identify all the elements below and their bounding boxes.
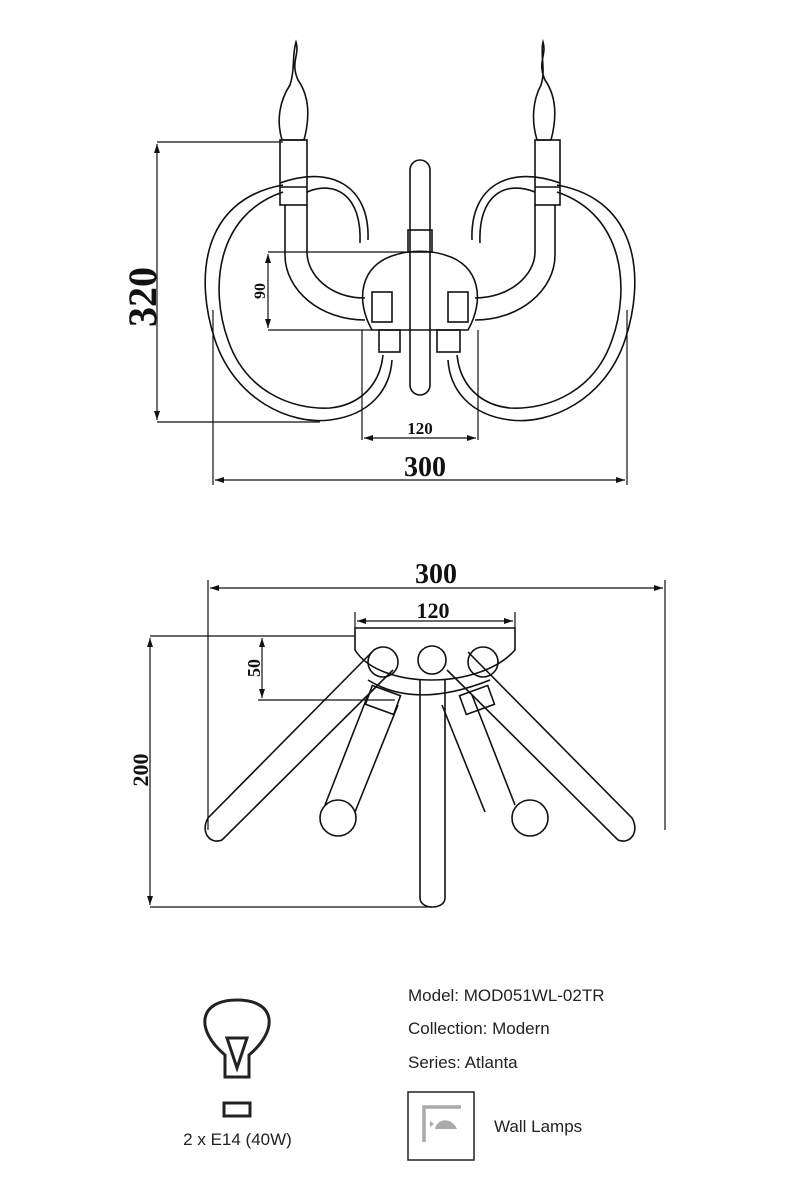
left-candle xyxy=(278,39,309,206)
plate-height-label: 90 xyxy=(252,283,269,299)
plate-depth-dimension: 50 xyxy=(150,635,395,701)
plate-width-label: 120 xyxy=(407,419,433,438)
height-label: 320 xyxy=(120,267,165,327)
wall-lamp-icon xyxy=(407,1091,475,1161)
width-label: 300 xyxy=(404,452,446,483)
top-plate-width-label: 120 xyxy=(417,598,450,623)
top-width-label: 300 xyxy=(415,559,457,590)
light-bulb-icon xyxy=(203,998,271,1118)
top-view: 300 120 50 200 xyxy=(128,559,666,908)
category-label: Wall Lamps xyxy=(494,1117,583,1136)
width-dimension: 300 xyxy=(212,310,628,485)
model-text: Model: MOD051WL-02TR xyxy=(408,986,605,1005)
bulb-spec: 2 x E14 (40W) xyxy=(183,1130,292,1149)
series-text: Series: Atlanta xyxy=(408,1053,518,1072)
collection-text: Collection: Modern xyxy=(408,1019,550,1038)
plate-width-dimension: 120 xyxy=(361,330,479,441)
depth-dimension: 200 xyxy=(128,638,432,908)
top-width-dimension: 300 xyxy=(207,559,666,830)
height-dimension: 320 xyxy=(120,141,320,423)
plate-height-dimension: 90 xyxy=(252,251,410,331)
right-candle xyxy=(532,38,561,206)
depth-label: 200 xyxy=(128,754,153,787)
top-plate-width-dimension: 120 xyxy=(354,598,516,628)
plate-depth-label: 50 xyxy=(244,659,264,677)
front-view: 320 90 120 300 xyxy=(120,38,636,485)
